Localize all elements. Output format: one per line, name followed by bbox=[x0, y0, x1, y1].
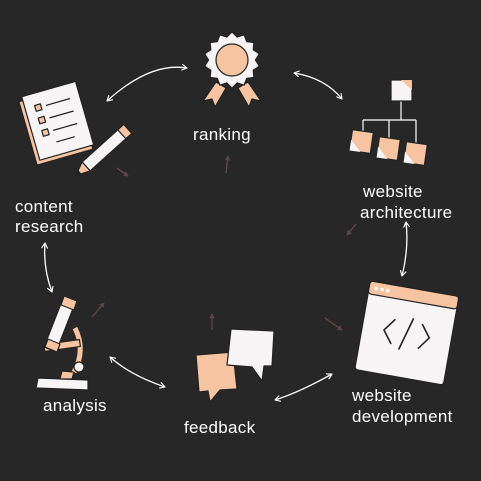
feedback-label: feedback bbox=[184, 418, 256, 437]
hint-arrow-2 bbox=[116, 167, 129, 177]
label-website-architecture: website architecture bbox=[360, 181, 452, 223]
arrow-feedback-analysis bbox=[109, 356, 166, 389]
hint-arrow-3 bbox=[346, 223, 357, 236]
arrow-research-ranking bbox=[106, 63, 188, 102]
sitemap-icon bbox=[348, 79, 428, 167]
microscope-icon bbox=[35, 295, 89, 391]
label-website-development: website development bbox=[352, 385, 453, 427]
arrow-architecture-development bbox=[399, 221, 410, 277]
award-badge-icon bbox=[202, 31, 262, 108]
development-line-2: development bbox=[352, 407, 453, 426]
code-window-icon bbox=[354, 280, 460, 386]
connectors bbox=[41, 63, 410, 402]
speech-bubbles-icon bbox=[195, 328, 275, 403]
arrow-development-feedback bbox=[274, 373, 333, 402]
hint-arrow-1 bbox=[224, 155, 231, 174]
analysis-label: analysis bbox=[43, 396, 107, 415]
architecture-line-2: architecture bbox=[360, 203, 453, 222]
research-line-1: content bbox=[15, 197, 73, 216]
label-feedback: feedback bbox=[184, 419, 255, 437]
ranking-label: ranking bbox=[193, 125, 251, 144]
development-line-1: website bbox=[352, 386, 412, 405]
label-content-research: content research bbox=[15, 197, 84, 237]
inner-hint-arrows bbox=[91, 155, 357, 331]
label-ranking: ranking bbox=[193, 126, 251, 144]
clipboard-pencil-icon bbox=[18, 80, 133, 177]
hint-arrow-4 bbox=[324, 317, 343, 331]
research-line-2: research bbox=[15, 217, 84, 236]
label-analysis: analysis bbox=[43, 397, 107, 415]
arrow-ranking-architecture bbox=[293, 70, 343, 100]
hint-arrow-6 bbox=[91, 302, 105, 318]
architecture-line-1: website bbox=[363, 182, 423, 201]
arrow-analysis-research bbox=[41, 242, 54, 293]
